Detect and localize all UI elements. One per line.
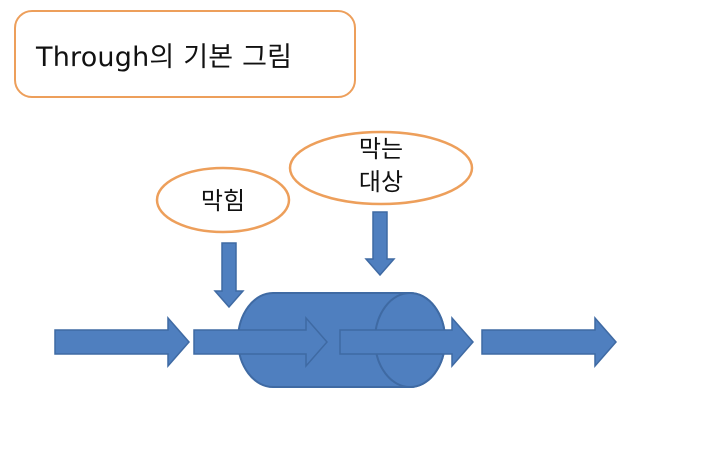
title-box: Through의 기본 그림 bbox=[14, 10, 356, 98]
blocking-label: 막힘 bbox=[201, 187, 245, 215]
blocked-target-label-line1: 막는 bbox=[359, 135, 403, 163]
blocked-target-label-line2: 대상 bbox=[359, 168, 403, 196]
diagram-title: Through의 기본 그림 bbox=[36, 41, 293, 73]
down-arrow-icon-blocking bbox=[213, 242, 245, 309]
blocked-target-callout: 막는 대상 bbox=[288, 130, 474, 206]
blocking-callout: 막힘 bbox=[155, 166, 291, 234]
right-arrow-icon-4 bbox=[481, 316, 617, 368]
blocking-ellipse bbox=[155, 166, 291, 234]
right-arrow-icon-3 bbox=[339, 316, 474, 368]
blocked-target-ellipse bbox=[288, 130, 474, 206]
right-arrow-icon-2 bbox=[193, 316, 328, 368]
down-arrow-icon-target bbox=[364, 211, 396, 277]
right-arrow-icon-1 bbox=[54, 316, 190, 368]
